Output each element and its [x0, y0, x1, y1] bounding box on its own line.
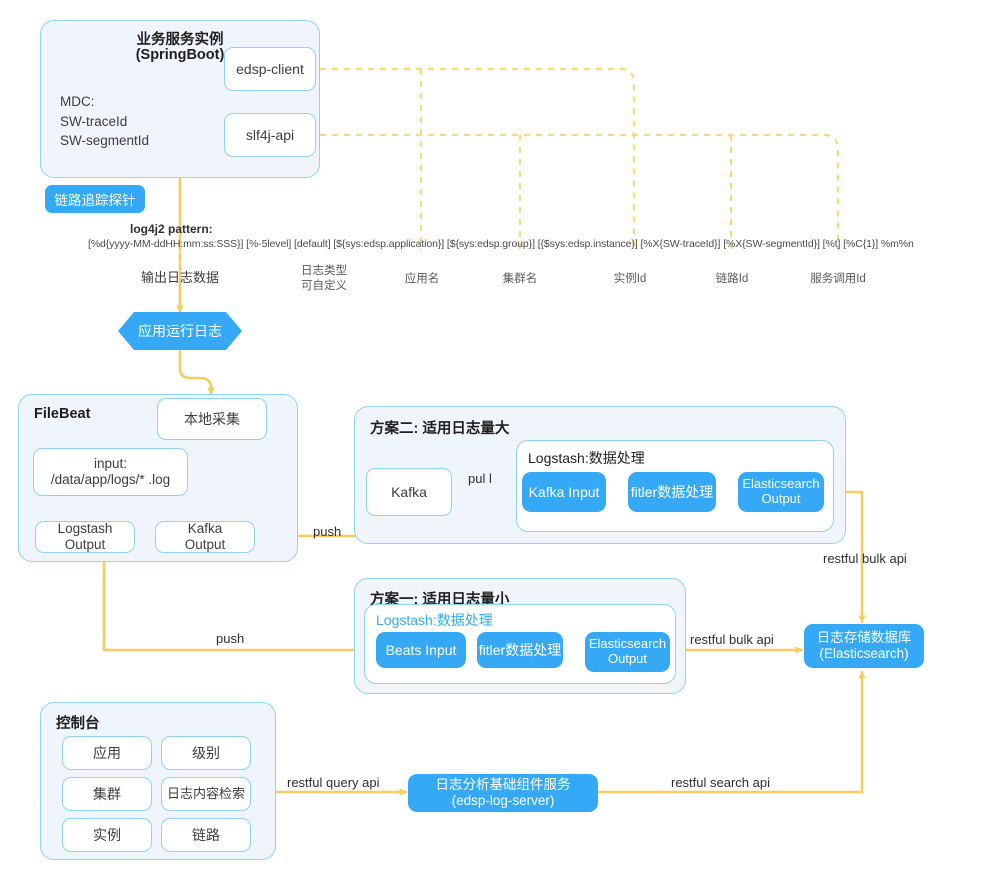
- mdc-label: MDC: SW-traceId SW-segmentId: [60, 94, 150, 149]
- beats-input-stage[interactable]: Beats Input: [376, 632, 466, 668]
- runtime-log-label: 应用运行日志: [138, 323, 222, 339]
- console-title: 控制台: [56, 716, 100, 732]
- es-output-stage-two[interactable]: Elasticsearch Output: [738, 472, 824, 512]
- log-storage-box[interactable]: 日志存储数据库 (Elasticsearch): [804, 624, 924, 668]
- local-collect-box[interactable]: 本地采集: [157, 398, 267, 440]
- pattern-annotation-spanid: 服务调用Id: [810, 273, 866, 285]
- log-server-box[interactable]: 日志分析基础组件服务 (edsp-log-server): [408, 774, 598, 812]
- log4j2-pattern-text: [%d{yyyy-MM-ddHH:mm:ss:SSS}] [%-5level] …: [88, 238, 914, 250]
- pattern-annotation-clustername: 集群名: [502, 273, 538, 285]
- edge-label-bulk-top: restful bulk api: [823, 551, 907, 566]
- filebeat-input-box[interactable]: input: /data/app/logs/* .log: [33, 448, 188, 496]
- edge-label-query: restful query api: [287, 775, 380, 790]
- pattern-annotation-instanceid: 实例Id: [613, 273, 647, 285]
- es-output-stage-one[interactable]: Elasticsearch Output: [585, 632, 670, 672]
- scheme-two-title: 方案二: 适用日志量大: [370, 421, 510, 437]
- kafka-input-stage[interactable]: Kafka Input: [522, 472, 606, 512]
- edsp-client-box[interactable]: edsp-client: [224, 47, 316, 91]
- console-item-instance[interactable]: 实例: [62, 818, 152, 852]
- log4j2-pattern-title: log4j2 pattern:: [130, 222, 213, 236]
- pull-edge-label: pul l: [468, 471, 492, 486]
- logstash-output-box[interactable]: Logstash Output: [35, 521, 135, 553]
- pattern-annotation-appname: 应用名: [404, 273, 440, 285]
- edge-label-bulk-bottom: restful bulk api: [690, 632, 774, 647]
- runtime-log-node: 应用运行日志: [118, 312, 242, 350]
- filebeat-title: FileBeat: [34, 406, 91, 422]
- filter-stage-one[interactable]: fitler数据处理: [477, 632, 563, 668]
- service-instance-title-line2: (SpringBoot): [135, 47, 225, 63]
- pattern-annotation-output: 输出日志数据: [140, 270, 219, 285]
- scheme-one-logstash-title: Logstash:数据处理: [376, 612, 493, 628]
- service-instance-title-line1: 业务服务实例: [136, 32, 224, 48]
- edge-label-push-beats: push: [216, 631, 245, 646]
- scheme-two-logstash-title: Logstash:数据处理: [528, 450, 645, 466]
- filter-stage-two[interactable]: fitler数据处理: [628, 472, 716, 512]
- console-item-application[interactable]: 应用: [62, 736, 152, 770]
- trace-probe-badge[interactable]: 链路追踪探针: [45, 185, 145, 213]
- kafka-output-box[interactable]: Kafka Output: [155, 521, 255, 553]
- edge-label-push-kafka: push: [313, 524, 342, 539]
- console-item-cluster[interactable]: 集群: [62, 777, 152, 811]
- hexagon-shape: [118, 312, 242, 350]
- slf4j-api-box[interactable]: slf4j-api: [224, 113, 316, 157]
- kafka-box[interactable]: Kafka: [366, 468, 452, 516]
- console-item-level[interactable]: 级别: [161, 736, 251, 770]
- pattern-annotation-logtype: 日志类型 可自定义: [301, 265, 347, 292]
- console-item-trace[interactable]: 链路: [161, 818, 251, 852]
- edge-label-search: restful search api: [671, 775, 770, 790]
- pattern-annotation-traceid: 链路Id: [715, 273, 749, 285]
- console-item-log-search[interactable]: 日志内容检索: [161, 777, 251, 811]
